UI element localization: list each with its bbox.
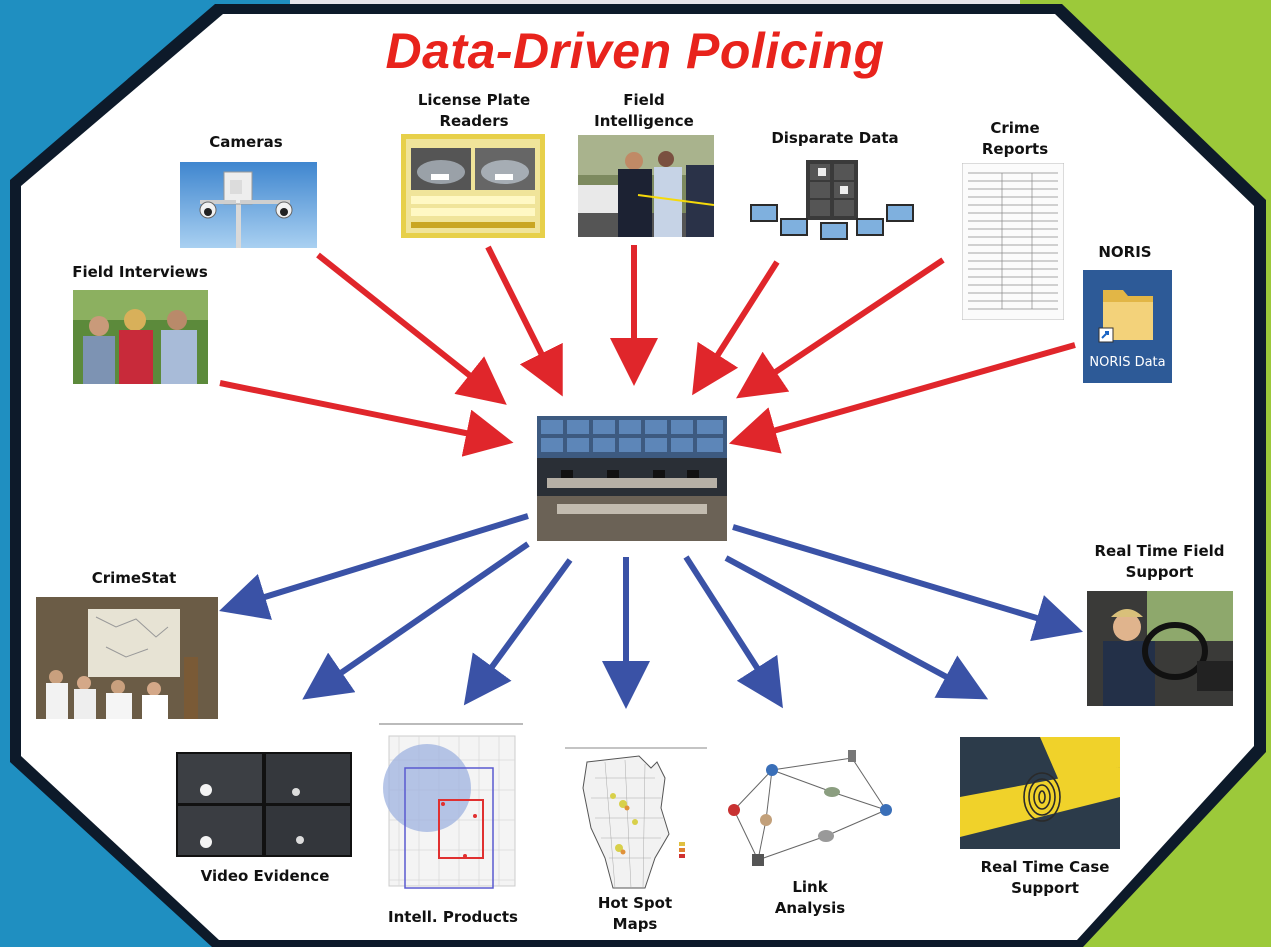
real-time-field-support-image — [1087, 591, 1233, 706]
license-plate-readers-image — [401, 134, 545, 238]
noris-icon-caption: NORIS Data — [1089, 355, 1166, 370]
arrow-video-evidence — [302, 541, 530, 700]
video-evidence-image — [176, 752, 352, 857]
hot-spot-maps-image — [565, 738, 707, 890]
label-noris: NORIS — [1098, 243, 1152, 261]
arrow-noris — [728, 342, 1076, 454]
link-analysis-image — [722, 750, 912, 870]
crime-reports-image — [962, 163, 1064, 320]
cameras-image — [180, 162, 317, 248]
disparate-data-image — [744, 160, 920, 242]
label-crime-reports: Crime Reports — [981, 119, 1049, 158]
arrow-field-support — [732, 524, 1083, 642]
label-disparate-data: Disparate Data — [771, 129, 899, 147]
arrow-link-analysis — [683, 555, 783, 709]
arrow-disparate-data — [692, 260, 780, 396]
arrow-crimestat — [219, 513, 529, 620]
page-title: Data-Driven Policing — [385, 23, 885, 79]
label-crimestat: CrimeStat — [91, 569, 177, 587]
arrow-intell-products — [463, 558, 573, 706]
label-field-interviews: Field Interviews — [72, 263, 208, 281]
arrow-license-plate — [485, 245, 563, 397]
label-link-analysis: Link Analysis — [774, 878, 846, 917]
label-real-time-case-support: Real Time Case Support — [980, 858, 1110, 897]
field-interviews-image — [73, 290, 208, 384]
label-field-intelligence: Field Intelligence — [594, 91, 694, 130]
arrow-crime-reports — [736, 257, 945, 399]
intell-products-image — [379, 720, 523, 903]
label-hot-spot-maps: Hot Spot Maps — [597, 894, 673, 933]
field-intelligence-image — [578, 135, 714, 237]
arrow-field-interviews — [219, 380, 514, 457]
arrow-case-support — [724, 555, 989, 700]
label-real-time-field-support: Real Time Field Support — [1094, 542, 1225, 581]
real-time-case-support-image — [960, 737, 1120, 849]
arrow-cameras — [316, 252, 507, 405]
label-video-evidence: Video Evidence — [200, 867, 330, 885]
operations-center-image — [537, 416, 727, 541]
label-cameras: Cameras — [209, 133, 283, 151]
label-intell-products: Intell. Products — [388, 908, 518, 926]
label-license-plate-readers: License Plate Readers — [417, 91, 531, 130]
noris-image — [1083, 270, 1172, 383]
crimestat-image — [36, 597, 218, 719]
